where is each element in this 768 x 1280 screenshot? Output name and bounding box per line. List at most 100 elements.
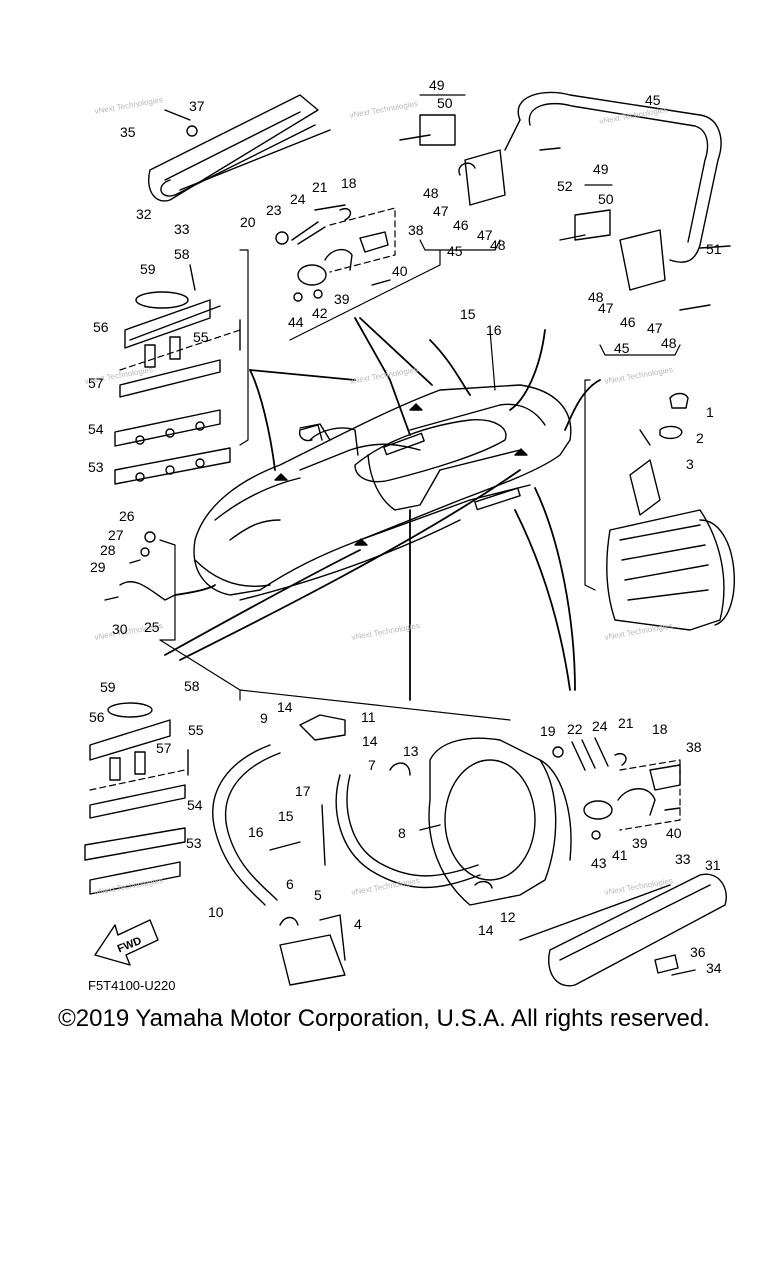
hardware-group-upper xyxy=(275,204,391,302)
callout-15a: 15 xyxy=(460,306,476,322)
fwd-label: FWD xyxy=(116,935,144,956)
callout-43: 43 xyxy=(591,855,607,871)
callout-24a: 24 xyxy=(290,191,306,207)
callout-13: 13 xyxy=(403,743,419,759)
callout-51: 51 xyxy=(706,241,722,257)
callout-58a: 58 xyxy=(174,246,190,262)
callout-26: 26 xyxy=(119,508,135,524)
hardware-group-lower xyxy=(552,737,681,840)
fwd-arrow xyxy=(94,919,159,966)
callout-47c: 47 xyxy=(598,300,614,316)
callout-38b: 38 xyxy=(686,739,702,755)
callout-23: 23 xyxy=(266,202,282,218)
callout-50a: 50 xyxy=(437,95,453,111)
callout-41: 41 xyxy=(612,847,628,863)
callout-9: 9 xyxy=(260,710,268,726)
callout-30: 30 xyxy=(112,621,128,637)
callout-14c: 14 xyxy=(478,922,494,938)
callout-15b: 15 xyxy=(278,808,294,824)
callout-14a: 14 xyxy=(277,699,293,715)
callout-56b: 56 xyxy=(89,709,105,725)
callout-6: 6 xyxy=(286,876,294,892)
group-brackets xyxy=(159,94,681,721)
callout-14b: 14 xyxy=(362,733,378,749)
callout-40b: 40 xyxy=(666,825,682,841)
rear-handle-assembly xyxy=(399,91,731,311)
cleat-assembly-lower xyxy=(84,702,189,895)
callout-28: 28 xyxy=(100,542,116,558)
rear-grab-rail-right xyxy=(519,873,727,987)
watercraft-hull xyxy=(193,384,572,601)
callout-3: 3 xyxy=(686,456,694,472)
callout-37: 37 xyxy=(189,98,205,114)
callout-12: 12 xyxy=(500,909,516,925)
callout-39b: 39 xyxy=(632,835,648,851)
callout-33b: 33 xyxy=(675,851,691,867)
watermark: vNext Technologies xyxy=(604,365,674,386)
callout-58b: 58 xyxy=(184,678,200,694)
callout-27: 27 xyxy=(108,527,124,543)
callout-29: 29 xyxy=(90,559,106,575)
callout-39a: 39 xyxy=(334,291,350,307)
callout-18b: 18 xyxy=(652,721,668,737)
callout-4: 4 xyxy=(354,916,362,932)
callout-56a: 56 xyxy=(93,319,109,335)
callout-50b: 50 xyxy=(598,191,614,207)
callout-49b: 49 xyxy=(593,161,609,177)
callout-38a: 38 xyxy=(408,222,424,238)
callout-20: 20 xyxy=(240,214,256,230)
callout-53a: 53 xyxy=(88,459,104,475)
callout-16a: 16 xyxy=(486,322,502,338)
callout-10: 10 xyxy=(208,904,224,920)
callout-52: 52 xyxy=(557,178,573,194)
callout-59b: 59 xyxy=(100,679,116,695)
callout-22: 22 xyxy=(567,721,583,737)
callout-48b: 48 xyxy=(490,237,506,253)
callout-31: 31 xyxy=(705,857,721,873)
callout-47d: 47 xyxy=(647,320,663,336)
dashed-frames xyxy=(89,207,681,831)
callout-55a: 55 xyxy=(193,329,209,345)
watermark: vNext Technologies xyxy=(604,621,674,642)
pump-housing-lower xyxy=(419,737,572,906)
callout-2: 2 xyxy=(696,430,704,446)
leader-lines xyxy=(164,317,601,701)
callout-1: 1 xyxy=(706,404,714,420)
watermark: vNext Technologies xyxy=(599,105,669,126)
callout-55b: 55 xyxy=(188,722,204,738)
callout-45b: 45 xyxy=(447,243,463,259)
callout-34: 34 xyxy=(706,960,722,976)
hose-assembly-lower xyxy=(212,714,481,986)
callout-17: 17 xyxy=(295,783,311,799)
callout-57b: 57 xyxy=(156,740,172,756)
clamp-group-left xyxy=(104,531,176,601)
watermark: vNext Technologies xyxy=(94,95,164,116)
rear-grab-rail-left xyxy=(148,94,331,202)
callout-42: 42 xyxy=(312,305,328,321)
callout-46b: 46 xyxy=(620,314,636,330)
callout-18a: 18 xyxy=(341,175,357,191)
callout-48c: 48 xyxy=(588,289,604,305)
callout-46a: 46 xyxy=(453,217,469,233)
cleat-assembly-upper xyxy=(114,264,241,485)
callout-21b: 21 xyxy=(618,715,634,731)
callout-45c: 45 xyxy=(614,340,630,356)
callout-45a: 45 xyxy=(645,92,661,108)
parts-diagram: FWD vNext Technologies vNext Technologie… xyxy=(84,77,735,987)
callout-57a: 57 xyxy=(88,375,104,391)
callout-24b: 24 xyxy=(592,718,608,734)
copyright-notice: ©2019 Yamaha Motor Corporation, U.S.A. A… xyxy=(58,1005,710,1032)
callout-32: 32 xyxy=(136,206,152,222)
callout-16b: 16 xyxy=(248,824,264,840)
callout-33a: 33 xyxy=(174,221,190,237)
callout-25: 25 xyxy=(144,619,160,635)
callout-48d: 48 xyxy=(661,335,677,351)
callout-36: 36 xyxy=(690,944,706,960)
callout-5: 5 xyxy=(314,887,322,903)
watermark: vNext Technologies xyxy=(349,99,419,120)
callout-54b: 54 xyxy=(187,797,203,813)
callout-11: 11 xyxy=(361,709,376,725)
callout-47a: 47 xyxy=(433,203,449,219)
callout-59a: 59 xyxy=(140,261,156,277)
callout-7: 7 xyxy=(368,757,376,773)
